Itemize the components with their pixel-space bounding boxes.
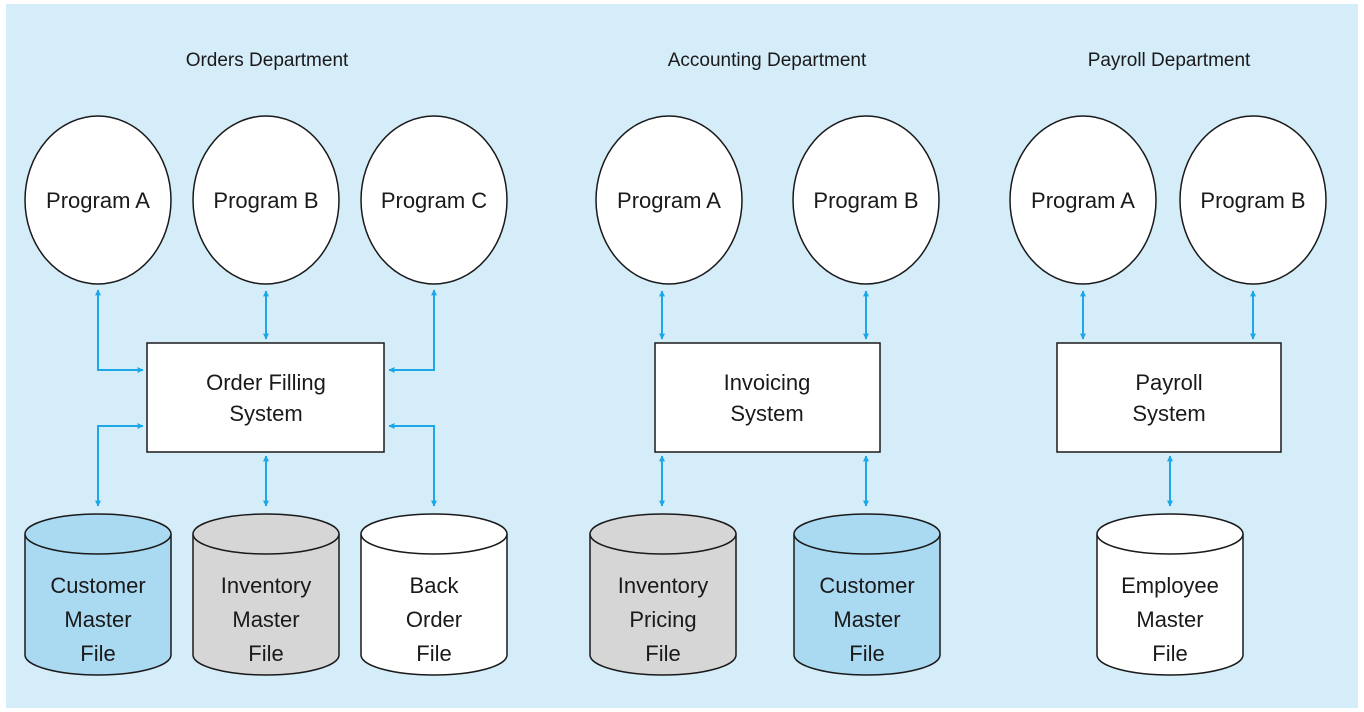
file-cylinder: Inventory Master File <box>192 513 340 676</box>
department-title-orders: Orders Department <box>186 50 349 71</box>
file-label-line: Master <box>232 607 299 632</box>
file-label-line: File <box>248 641 283 666</box>
file-cylinder: Customer Master File <box>24 513 172 676</box>
system-label-line: System <box>229 401 302 426</box>
file-label-line: File <box>80 641 115 666</box>
system-box: Invoicing System <box>654 342 881 453</box>
file-cylinder: Employee Master File <box>1096 513 1244 676</box>
program-node: Program A <box>24 115 172 285</box>
program-node: Program B <box>792 115 940 285</box>
system-label-line: Invoicing <box>724 370 811 395</box>
file-label-line: File <box>416 641 451 666</box>
file-label-line: Inventory <box>221 573 312 598</box>
system-label-line: Order Filling <box>206 370 326 395</box>
department-title-payroll: Payroll Department <box>1088 50 1251 71</box>
system-label-line: System <box>730 401 803 426</box>
connector-arrow <box>95 289 144 373</box>
program-node: Program A <box>595 115 743 285</box>
program-node: Program A <box>1009 115 1157 285</box>
file-label-line: Customer <box>50 573 145 598</box>
program-label: Program B <box>213 188 318 213</box>
program-label: Program A <box>46 188 150 213</box>
program-label: Program B <box>1200 188 1305 213</box>
program-label: Program B <box>813 188 918 213</box>
file-label-line: Customer <box>819 573 914 598</box>
system-label-line: Payroll <box>1135 370 1202 395</box>
program-node: Program B <box>1179 115 1327 285</box>
file-label-line: Pricing <box>629 607 696 632</box>
file-label-line: Master <box>64 607 131 632</box>
connectors <box>95 289 1256 507</box>
program-label: Program C <box>381 188 487 213</box>
file-label-line: Master <box>1136 607 1203 632</box>
program-node: Program C <box>360 115 508 285</box>
system-label-line: System <box>1132 401 1205 426</box>
program-node: Program B <box>192 115 340 285</box>
file-label-line: Master <box>833 607 900 632</box>
program-label: Program A <box>1031 188 1135 213</box>
file-label-line: Back <box>410 573 460 598</box>
file-label-line: Order <box>406 607 462 632</box>
file-cylinder: Customer Master File <box>793 513 941 676</box>
connector-arrow <box>388 423 437 507</box>
file-cylinder: Back Order File <box>360 513 508 676</box>
system-box: Order Filling System <box>146 342 385 453</box>
file-label-line: File <box>1152 641 1187 666</box>
file-label-line: Inventory <box>618 573 709 598</box>
connector-arrow <box>388 289 437 373</box>
system-box: Payroll System <box>1056 342 1282 453</box>
file-label-line: File <box>849 641 884 666</box>
program-label: Program A <box>617 188 721 213</box>
department-title-accounting: Accounting Department <box>668 50 867 71</box>
connector-arrow <box>95 423 144 507</box>
file-cylinder: Inventory Pricing File <box>589 513 737 676</box>
file-label-line: Employee <box>1121 573 1219 598</box>
file-label-line: File <box>645 641 680 666</box>
